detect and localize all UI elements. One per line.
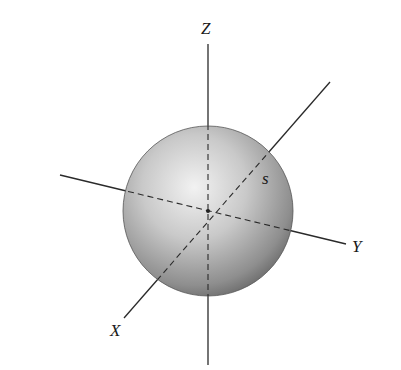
hidden-axes — [60, 44, 346, 365]
origin-dot — [206, 209, 210, 213]
axis-label: Y — [352, 238, 361, 255]
sphere — [123, 126, 293, 296]
axis-label: Z — [201, 20, 210, 37]
orbital-label: s — [262, 170, 269, 187]
z-axis-hidden — [207, 44, 208, 365]
x-axis — [124, 82, 330, 318]
axis-label: X — [110, 322, 120, 339]
y-axis-hidden — [60, 175, 346, 244]
z-axis — [207, 44, 208, 365]
x-axis-hidden — [124, 82, 330, 318]
axes — [60, 44, 346, 365]
